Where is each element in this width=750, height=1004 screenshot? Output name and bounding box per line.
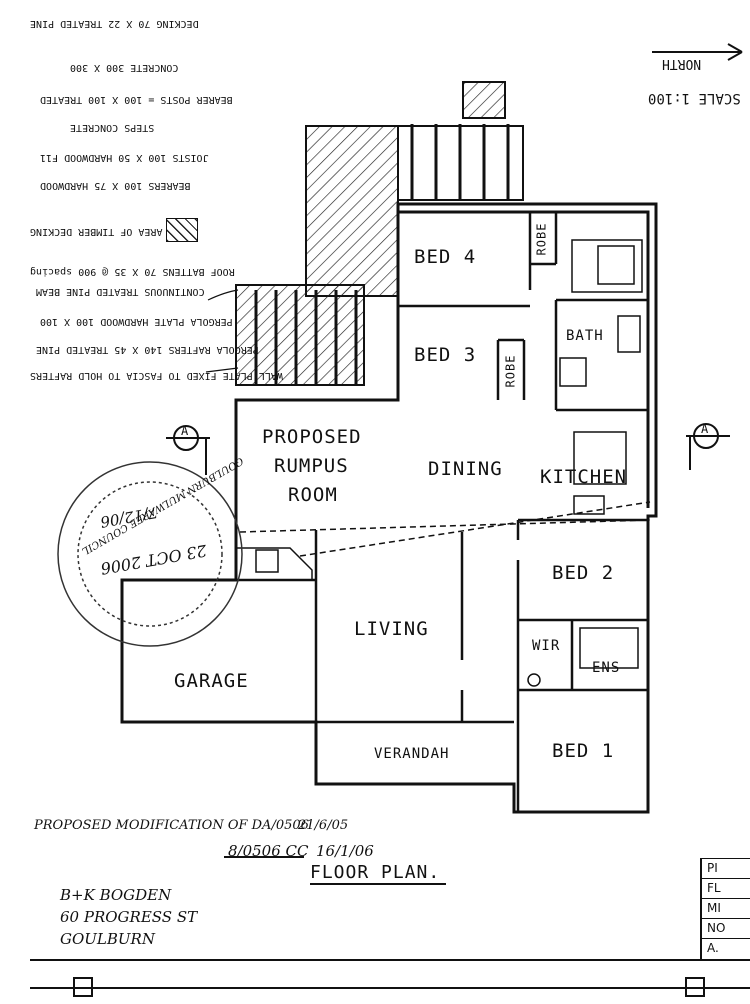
note-concrete: CONCRETE 300 X 300	[70, 62, 179, 73]
cc-date: 16/1/06	[316, 842, 374, 860]
fixtures	[236, 239, 643, 687]
section-a-left: A	[181, 424, 190, 438]
note-bearer-posts: BEARER POSTS = 100 X 100 TREATED	[40, 94, 233, 105]
room-bed-3: BED 3	[414, 344, 477, 366]
pergola-rafters	[254, 124, 510, 385]
note-timber-decking: AREA OF TIMBER DECKING	[30, 226, 163, 237]
note-bearers: BEARERS 100 X 75 HARDWOOD	[40, 180, 191, 191]
title-block-row: NO	[702, 919, 750, 939]
room-living: LIVING	[354, 618, 429, 640]
room-rumpus-line1: PROPOSED	[262, 426, 362, 448]
room-bed-4: BED 4	[414, 246, 477, 268]
leader-lines	[205, 289, 239, 373]
note-steps: STEPS CONCRETE	[70, 122, 155, 133]
modification-note: PROPOSED MODIFICATION OF DA/0506	[34, 818, 309, 833]
note-roof-battens: ROOF BATTENS 70 X 35 @ 900 spacing	[30, 266, 235, 277]
council-stamp	[57, 461, 243, 647]
room-wir: WIR	[532, 638, 561, 654]
section-lines	[239, 501, 651, 557]
cc-note: 8/0506 CC	[228, 842, 309, 860]
room-garage: GARAGE	[174, 670, 249, 692]
title-block-row: FL	[702, 879, 750, 899]
section-markers	[166, 423, 730, 475]
sheet-border	[30, 43, 750, 997]
room-kitchen: KITCHEN	[540, 466, 628, 488]
note-pergola-plate: PERGOLA PLATE HARDWOOD 100 X 100	[40, 316, 233, 327]
owner-town: GOULBURN	[60, 930, 155, 948]
room-verandah: VERANDAH	[374, 746, 450, 762]
room-bath: BATH	[566, 328, 604, 344]
room-dining: DINING	[428, 458, 503, 480]
section-a-right: A	[701, 422, 710, 436]
room-ens: ENS	[592, 660, 621, 676]
title-block-row: MI	[702, 899, 750, 919]
note-joists: JOISTS 100 X 50 HARDWOOD F11	[40, 152, 209, 163]
note-continuous-beam: CONTINUOUS TREATED PINE BEAM	[36, 286, 205, 297]
title-block-row: PI	[702, 859, 750, 879]
note-pergola-rafters: PERGOLA RAFTERS 140 X 45 TREATED PINE	[36, 344, 259, 355]
owner-street: 60 PROGRESS ST	[60, 908, 198, 926]
scale-note: SCALE 1:100	[648, 90, 741, 106]
north-note: NORTH	[662, 56, 702, 71]
deck-upper-hatch	[305, 125, 399, 297]
owner-name: B+K BOGDEN	[60, 886, 172, 904]
title-block: PI FL MI NO A.	[700, 858, 750, 961]
interior-walls	[236, 212, 648, 812]
modification-date: 21/6/05	[298, 818, 349, 833]
chimney	[462, 81, 506, 119]
room-bed-1: BED 1	[552, 740, 615, 762]
room-robe-lower: ROBE	[503, 354, 518, 388]
room-robe-upper: ROBE	[534, 222, 549, 256]
room-rumpus-line3: ROOM	[288, 484, 338, 506]
title-block-row: A.	[707, 941, 719, 955]
note-decking: DECKING 70 X 22 TREATED PINE	[30, 18, 199, 29]
room-bed-2: BED 2	[552, 562, 615, 584]
room-rumpus-line2: RUMPUS	[274, 455, 349, 477]
decking-legend-box	[166, 218, 198, 242]
note-wall-plate: WALL PLATE FIXED TO FASCIA TO HOLD RAFTE…	[30, 370, 283, 381]
drawing-title: FLOOR PLAN.	[310, 862, 441, 883]
